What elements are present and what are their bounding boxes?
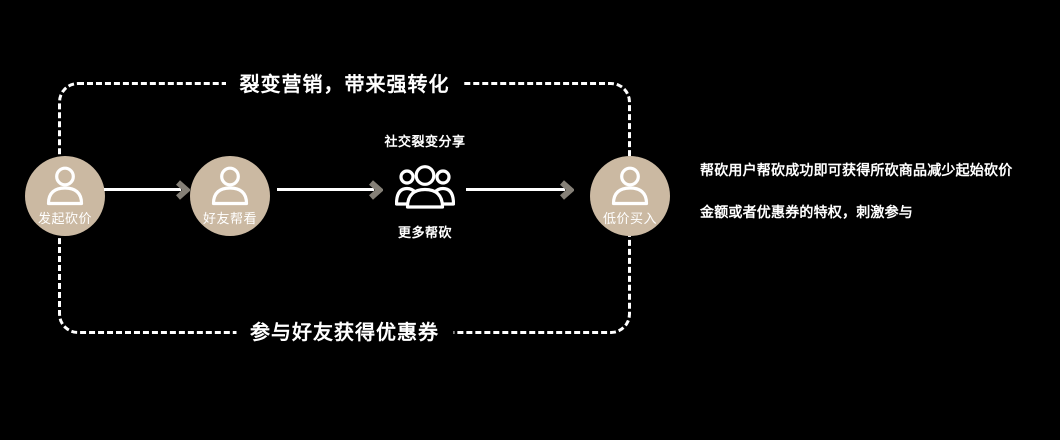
arrow-head [559,178,576,202]
flow-frame-border: 裂变营销，带来强转化 参与好友获得优惠券 [58,69,631,347]
arrow-shaft [104,188,181,191]
description-block: 帮砍用户帮砍成功即可获得所砍商品减少起始砍价 金额或者优惠券的特权，刺激参与 [700,162,1012,222]
person-icon [42,165,88,207]
frame-footer-label: 参与好友获得优惠券 [236,317,453,347]
step-node-buy-low: 低价买入 [590,156,670,236]
social-share-bottom-label: 更多帮砍 [397,226,452,241]
arrow-right-icon [104,178,192,202]
description-line-1: 帮砍用户帮砍成功即可获得所砍商品减少起始砍价 [700,163,1013,179]
arrow-head [368,178,385,202]
arrow-right-icon [277,178,385,202]
step-label: 低价买入 [602,212,657,227]
step-node-social-share: 社交裂变分享 更多帮砍 [352,131,498,241]
arrow-shaft [466,188,565,191]
step-label: 好友帮看 [202,212,257,227]
person-icon [607,165,653,207]
arrow-right-icon [466,178,576,202]
description-line-2: 金额或者优惠券的特权，刺激参与 [700,205,913,221]
step-node-friends-view: 好友帮看 [190,156,270,236]
arrow-head [175,178,192,202]
person-icon [207,165,253,207]
frame-title: 裂变营销，带来强转化 [225,69,464,99]
step-label: 发起砍价 [37,212,92,227]
arrow-shaft [277,188,374,191]
group-icon [394,163,456,211]
social-share-top-label: 社交裂变分享 [384,135,466,150]
step-node-initiate: 发起砍价 [25,156,105,236]
